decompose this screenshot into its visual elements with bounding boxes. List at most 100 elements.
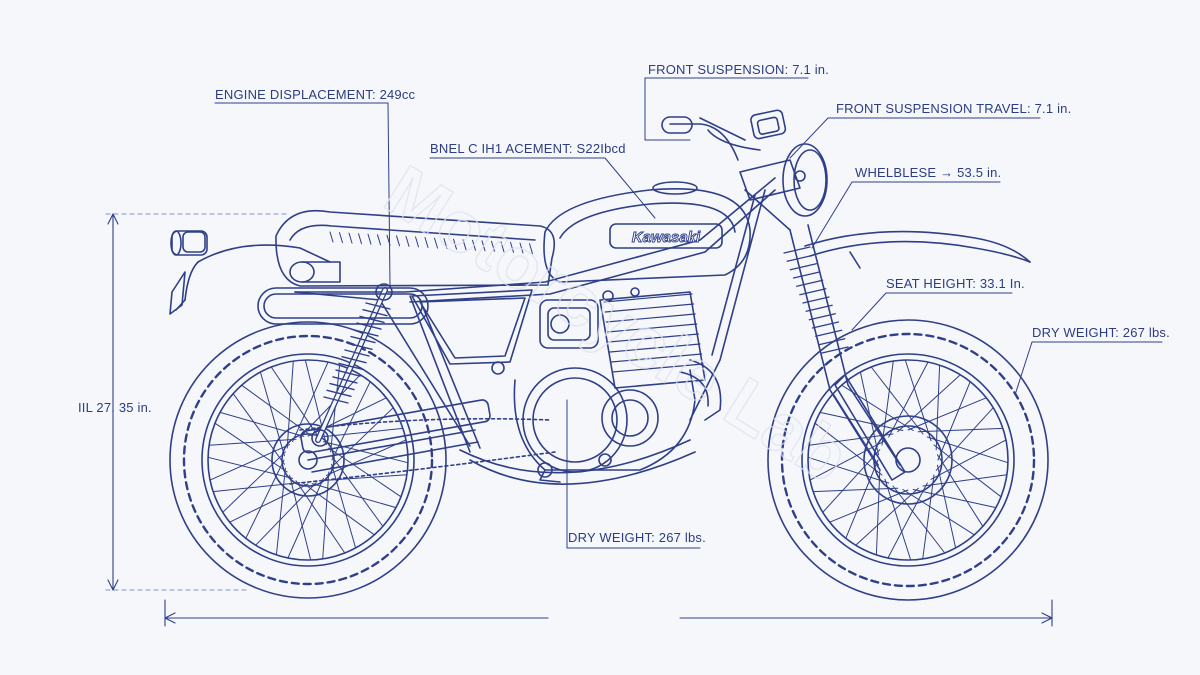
wheel-spoke <box>259 371 285 457</box>
wheel-spoke <box>904 359 932 442</box>
shock-coil <box>362 309 388 317</box>
rear-fender <box>169 230 331 315</box>
wheel-spoke <box>922 474 935 560</box>
seat-stitch <box>481 240 486 252</box>
rear-wheel <box>169 321 447 599</box>
cylinder-fin <box>611 363 704 373</box>
wheel-spoke <box>819 411 904 431</box>
wheel-spoke <box>222 451 286 513</box>
engine-displacement-label: ENGINE DISPLACEMENT: 249cc <box>215 87 416 102</box>
wheel-spoke <box>303 483 375 536</box>
wheel-spoke <box>855 487 919 546</box>
cylinder-fin <box>608 333 700 343</box>
shock-coil <box>350 335 376 344</box>
fork-boot-rib <box>811 321 840 329</box>
cylinder-fin <box>610 353 703 363</box>
seat-stitch <box>529 243 533 255</box>
leader-lines <box>214 77 1163 549</box>
seat-stitch <box>519 242 524 254</box>
wheel-spoke <box>212 482 301 493</box>
wheel-spoke <box>292 361 329 443</box>
fork-boot-rib <box>818 338 846 346</box>
fork-boot-rib <box>815 329 843 337</box>
fork-boot-rib <box>786 254 814 262</box>
fuel-tank <box>543 181 751 283</box>
wheel-spoke <box>935 364 941 451</box>
shock-coil <box>326 389 352 397</box>
fork-boot-rib <box>821 346 849 354</box>
fork-boot-rib <box>792 271 821 279</box>
wheel-spoke <box>937 464 957 549</box>
seat-stitch <box>500 241 505 253</box>
wheel-spoke <box>870 366 924 435</box>
wheel-spoke <box>325 439 407 476</box>
seat-stitch <box>377 234 381 246</box>
wheel-spoke <box>275 467 286 556</box>
seat-stitch <box>339 232 343 244</box>
wheel-spoke <box>322 441 409 464</box>
wheel-spoke <box>241 384 313 437</box>
seat-stitch <box>358 233 362 245</box>
seat-height-label: SEAT HEIGHT: 33.1 In. <box>886 276 1025 291</box>
dimension-lines <box>105 213 1053 627</box>
shock-coil <box>338 362 364 371</box>
wheel-spoke <box>897 374 961 433</box>
wheelbase-label: WHELBLESE → 53.5 in. <box>855 165 1002 180</box>
fork-boot-rib <box>799 288 827 296</box>
seat-stitch <box>434 237 438 249</box>
fork-boot-rib <box>808 313 836 321</box>
wheel-spoke <box>286 360 294 449</box>
seat-stitch <box>415 236 419 248</box>
wheel-spoke <box>822 449 881 513</box>
wheel-spoke <box>328 447 402 498</box>
wheel-spoke <box>232 393 285 465</box>
seat-stitch <box>405 235 410 247</box>
wheel-spoke <box>808 433 894 446</box>
wheel-spoke <box>884 478 912 561</box>
shock-coil <box>329 382 355 391</box>
engine <box>491 287 722 483</box>
shock-coil <box>365 302 391 310</box>
seat-stitch <box>491 240 495 252</box>
seat-stitch <box>386 234 391 246</box>
tank-logo-text: Kawasaki <box>632 229 701 246</box>
wheel-spoke <box>902 489 975 536</box>
wheel-spoke <box>229 483 309 523</box>
wheel-spoke <box>937 454 984 527</box>
wheel-spoke <box>331 463 357 549</box>
fork-boot-rib <box>805 304 833 312</box>
wheel-spoke <box>937 381 971 461</box>
shock-coil <box>341 356 367 364</box>
cylinder-fin <box>606 323 698 333</box>
seat-stitch <box>453 238 457 250</box>
wheel-spoke <box>812 487 899 493</box>
cylinder-fin <box>605 313 696 323</box>
wheel-spoke <box>209 444 291 481</box>
wheel-spoke <box>926 436 1009 464</box>
wheel-spoke <box>922 474 1008 487</box>
seat-stitch <box>510 241 514 253</box>
wheel-spoke <box>912 489 997 509</box>
seat-stitch <box>424 237 429 248</box>
wheel-spoke <box>907 397 987 431</box>
shock-coil <box>347 342 373 350</box>
wheel-spoke <box>892 485 946 554</box>
seat-stitch <box>348 232 353 244</box>
wheel-spoke <box>888 361 929 438</box>
height-label: IIL 27. 35 in. <box>78 400 152 415</box>
fork-boot-rib <box>802 296 830 304</box>
swingarm <box>289 399 556 485</box>
wheel-spoke <box>935 407 994 471</box>
wheel-spoke <box>829 489 909 523</box>
exhaust-muffler <box>257 261 429 325</box>
shock-coil <box>335 369 361 377</box>
fork-boot-rib <box>789 263 817 271</box>
headlight-handlebars <box>182 109 828 253</box>
wheel-spoke <box>814 422 883 476</box>
cylinder-fin <box>603 293 693 303</box>
wheel-spoke <box>917 427 1004 433</box>
rear-shock <box>311 283 393 447</box>
shock-coil <box>344 349 370 357</box>
